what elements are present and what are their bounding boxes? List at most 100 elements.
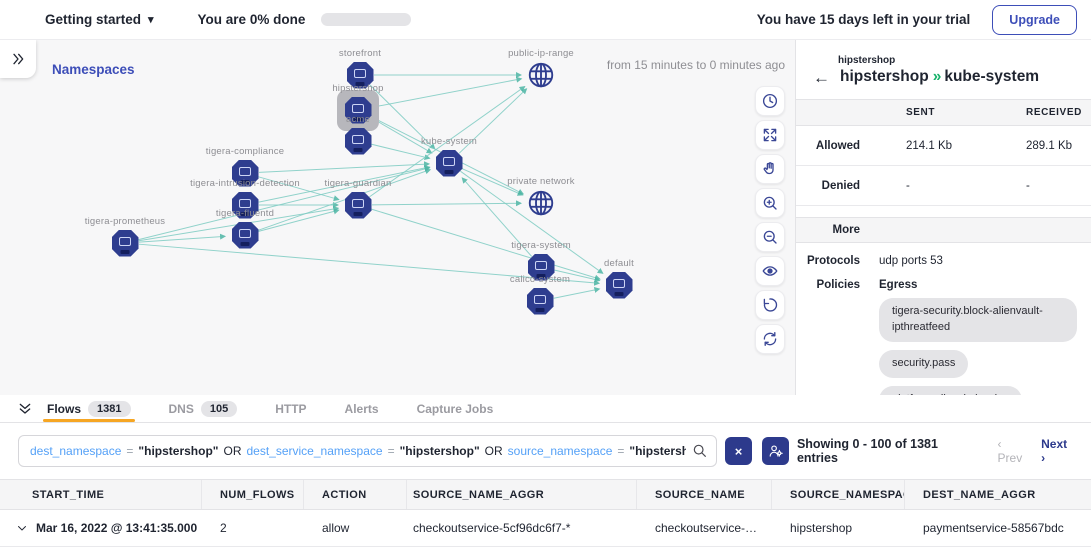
- column-header-source_namespace[interactable]: SOURCE_NAMESPACE: [772, 480, 905, 509]
- namespace-icon: [231, 221, 259, 249]
- user-settings-button[interactable]: [761, 437, 789, 465]
- namespace-icon: [346, 61, 374, 89]
- progress-bar: [321, 13, 412, 26]
- tab-badge: 1381: [88, 400, 131, 417]
- query-token-value: "hipstershop": [399, 444, 480, 458]
- graph-node-label: default: [604, 258, 634, 269]
- collapse-flows-panel-button[interactable]: [14, 395, 36, 422]
- graph-node-tigera-guardian[interactable]: [343, 190, 373, 220]
- namespace-icon: [231, 159, 259, 187]
- back-arrow-icon[interactable]: ←: [813, 67, 830, 87]
- denied-received-value: -: [1026, 179, 1030, 192]
- upgrade-button[interactable]: Upgrade: [992, 4, 1077, 35]
- graph-node-calico-system[interactable]: [525, 286, 555, 316]
- pan-button[interactable]: [755, 154, 785, 184]
- eye-icon: [762, 266, 778, 276]
- undo-button[interactable]: [755, 290, 785, 320]
- allowed-received-value: 289.1 Kb: [1026, 139, 1073, 152]
- graph-node-tigera-fluentd[interactable]: [230, 220, 260, 250]
- query-token-field: source_namespace: [507, 444, 613, 458]
- tab-alerts[interactable]: Alerts: [343, 395, 381, 422]
- graph-node-tigera-system[interactable]: [526, 252, 556, 282]
- policies-row: Policies Egress: [796, 279, 1091, 291]
- denied-sent-value: -: [906, 179, 910, 192]
- row-label: Allowed: [815, 139, 860, 152]
- row-label: Denied: [821, 179, 860, 192]
- graph-node-tigera-intrusion-detection[interactable]: [230, 190, 260, 220]
- graph-node-label: tigera-prometheus: [84, 216, 166, 227]
- graph-node-storefront[interactable]: [345, 60, 375, 90]
- graph-node-private-network[interactable]: [526, 188, 556, 218]
- person-gear-icon: [769, 444, 783, 457]
- tab-capture-jobs[interactable]: Capture Jobs: [415, 395, 496, 422]
- graph-node-label: tigera-intrusion-detection: [190, 178, 300, 189]
- policy-pill[interactable]: tigera-security.block-alienvault-ipthrea…: [879, 298, 1077, 342]
- graph-node-kube-system[interactable]: [434, 148, 464, 178]
- graph-node-hipstershop[interactable]: [343, 95, 373, 125]
- pager: ‹ Prev Next ›: [998, 437, 1073, 465]
- protocols-label: Protocols: [806, 255, 860, 267]
- graph-node-label: private network: [507, 176, 575, 187]
- query-token-kw: OR: [484, 444, 503, 458]
- prev-page-button[interactable]: ‹ Prev: [997, 437, 1023, 465]
- cell-source_name: checkoutservice-…: [655, 521, 758, 535]
- graph-node-label: public-ip-range: [508, 48, 574, 59]
- query-token-op: =: [126, 444, 134, 458]
- protocols-row: Protocols udp ports 53: [796, 255, 1091, 267]
- zoom-out-button[interactable]: [755, 222, 785, 252]
- getting-started-dropdown[interactable]: Getting started ▾: [45, 12, 154, 27]
- hand-icon: [763, 162, 774, 175]
- column-header-num_flows[interactable]: NUM_FLOWS: [202, 480, 304, 509]
- more-label: More: [832, 224, 860, 236]
- graph-node-label: acme: [345, 114, 371, 125]
- graph-node-tigera-prometheus[interactable]: [110, 228, 140, 258]
- policy-pill[interactable]: security.pass: [879, 349, 969, 378]
- next-page-button[interactable]: Next ›: [1041, 437, 1068, 465]
- tab-flows[interactable]: Flows 1381: [43, 395, 134, 422]
- namespace-icon: [344, 191, 372, 219]
- fit-to-screen-button[interactable]: [755, 120, 785, 150]
- graph-node-tigera-compliance[interactable]: [230, 158, 260, 188]
- graph-node-public-ip-range[interactable]: [526, 60, 556, 90]
- traffic-row-allowed: Allowed 214.1 Kb 289.1 Kb: [796, 126, 1091, 166]
- policies-label: Policies: [816, 279, 860, 291]
- tab-badge: 105: [200, 400, 238, 417]
- graph-node-default[interactable]: [604, 270, 634, 300]
- column-header-source_name[interactable]: SOURCE_NAME: [637, 480, 772, 509]
- cell-num_flows: 2: [220, 521, 227, 535]
- refresh-button[interactable]: [755, 324, 785, 354]
- details-panel: hipstershop ← hipstershop»kube-system SE…: [795, 40, 1091, 395]
- visibility-button[interactable]: [755, 256, 785, 286]
- query-token-op: =: [387, 444, 395, 458]
- protocols-value: udp ports 53: [879, 255, 943, 267]
- clear-query-button[interactable]: ×: [725, 437, 752, 465]
- query-token-kw: OR: [223, 444, 242, 458]
- clock-icon: [762, 93, 778, 109]
- allowed-sent-value: 214.1 Kb: [906, 139, 953, 152]
- namespace-icon: [605, 271, 633, 299]
- query-token-field: dest_namespace: [30, 444, 122, 458]
- expand-sidebar-button[interactable]: [0, 40, 36, 78]
- search-icon: [692, 443, 708, 459]
- panel-title-separator: »: [932, 68, 942, 85]
- history-button[interactable]: [755, 86, 785, 116]
- column-header-dest_name_aggr[interactable]: DEST_NAME_AGGR: [923, 488, 1036, 501]
- graph-node-acme[interactable]: [343, 126, 373, 156]
- double-chevron-down-icon: [19, 403, 31, 414]
- column-header-start_time[interactable]: START_TIME: [0, 480, 202, 509]
- globe-icon: [528, 190, 554, 216]
- zoom-in-button[interactable]: [755, 188, 785, 218]
- column-header-source_name_aggr[interactable]: SOURCE_NAME_AGGR: [407, 480, 637, 509]
- tab-http[interactable]: HTTP: [273, 395, 308, 422]
- row-expand-chevron-icon[interactable]: [16, 522, 30, 534]
- tab-label: HTTP: [275, 401, 307, 416]
- column-header-action[interactable]: ACTION: [304, 480, 407, 509]
- tab-label: Flows: [47, 401, 82, 416]
- policy-pill[interactable]: platform.allow-kube-dns: [879, 385, 1022, 395]
- received-column-header: RECEIVED: [1026, 107, 1082, 118]
- namespace-icon: [526, 287, 554, 315]
